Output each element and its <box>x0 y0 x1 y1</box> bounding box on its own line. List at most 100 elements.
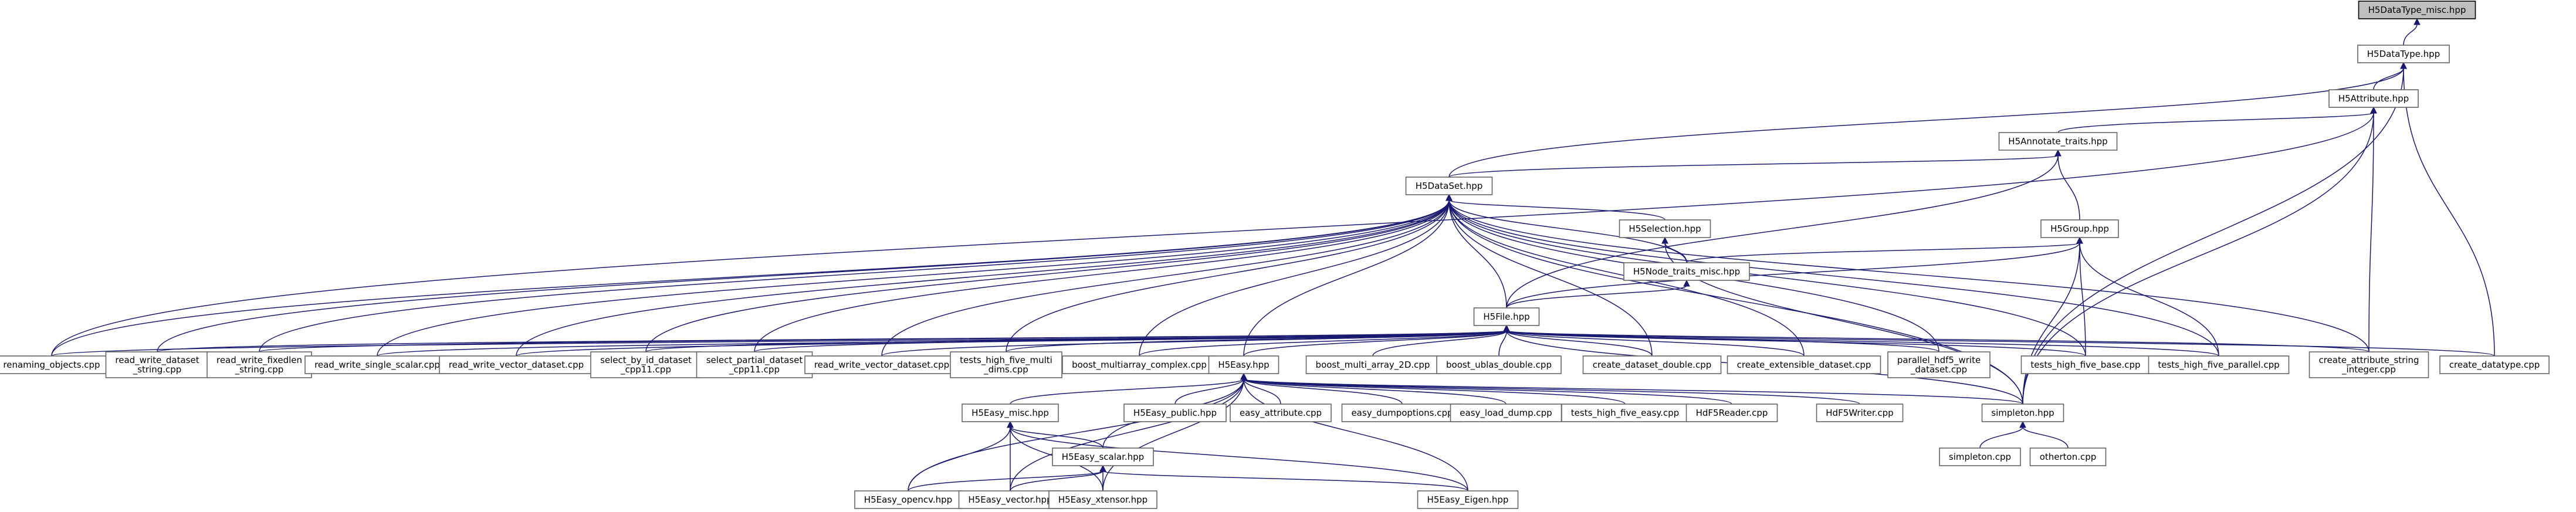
node-label: _string.cpp <box>235 364 284 375</box>
graph-node-simpleton-hpp[interactable]: simpleton.hpp <box>1981 404 2064 422</box>
edge-line <box>1243 378 1468 491</box>
graph-node-rw-fixedlen[interactable]: read_write_fixedlen_string.cpp <box>207 351 312 378</box>
edge-line <box>1506 242 2080 308</box>
graph-node-easy-eigen[interactable]: H5Easy_Eigen.hpp <box>1417 490 1519 509</box>
node-label: renaming_objects.cpp <box>3 360 100 371</box>
graph-node-boost-multiarray[interactable]: boost_multiarray_complex.cpp <box>1062 355 1217 374</box>
arrowhead-icon <box>1661 236 1668 244</box>
node-label: _integer.cpp <box>2341 364 2396 375</box>
graph-node-easy-xtensor[interactable]: H5Easy_xtensor.hpp <box>1048 490 1157 509</box>
graph-node-create-ext[interactable]: create_extensible_dataset.cpp <box>1727 355 1881 374</box>
node-box <box>2308 351 2429 378</box>
node-box <box>1887 351 1991 378</box>
node-label: simpleton.cpp <box>1949 452 2011 462</box>
dependency-edge <box>1010 372 1247 491</box>
node-label: H5Easy_misc.hpp <box>971 408 1049 419</box>
graph-node-select-partial[interactable]: select_partial_dataset_cpp11.cpp <box>696 351 813 378</box>
graph-node-file[interactable]: H5File.hpp <box>1473 307 1540 326</box>
node-label: otherton.cpp <box>2040 452 2097 462</box>
node-label: create_dataset_double.cpp <box>1593 360 1712 371</box>
graph-node-easy-attribute[interactable]: easy_attribute.cpp <box>1230 404 1332 422</box>
graph-node-easy-opencv[interactable]: H5Easy_opencv.hpp <box>854 490 962 509</box>
graph-node-selection[interactable]: H5Selection.hpp <box>1619 219 1711 238</box>
node-label: tests_high_five_easy.cpp <box>1571 408 1679 419</box>
edge-line <box>1498 330 1507 357</box>
graph-node-attr[interactable]: H5Attribute.hpp <box>2328 89 2419 108</box>
arrowhead-icon <box>1007 421 1014 428</box>
node-label: H5Easy_xtensor.hpp <box>1058 494 1147 506</box>
graph-node-parallel-write[interactable]: parallel_hdf5_write_dataset.cpp <box>1887 351 1991 378</box>
edge-line <box>1448 199 1666 221</box>
graph-node-tests-multi-dims[interactable]: tests_high_five_multi_dims.cpp <box>950 351 1062 378</box>
node-box <box>105 351 209 378</box>
node-box <box>1052 447 1154 466</box>
dependency-edge <box>1006 194 1453 352</box>
graph-node-rw-single-scalar[interactable]: read_write_single_scalar.cpp <box>304 355 450 374</box>
graph-node-dt[interactable]: H5DataType.hpp <box>2357 45 2450 63</box>
dependency-edge <box>1007 421 1468 491</box>
node-label: H5Group.hpp <box>2050 223 2109 234</box>
graph-node-tests-parallel[interactable]: tests_high_five_parallel.cpp <box>2148 355 2290 374</box>
node-label: read_write_single_scalar.cpp <box>314 360 440 371</box>
graph-node-select-by-id[interactable]: select_by_id_dataset_cpp11.cpp <box>590 351 702 378</box>
node-box <box>950 351 1062 378</box>
graph-node-simpleton-cpp[interactable]: simpleton.cpp <box>1939 447 2021 466</box>
edge-line <box>2022 112 2374 405</box>
node-box <box>962 404 1059 422</box>
node-label: _string.cpp <box>133 364 182 375</box>
arrowhead-icon <box>1240 372 1247 380</box>
edge-line <box>1448 199 2369 352</box>
graph-node-tests-base[interactable]: tests_high_five_base.cpp <box>2020 355 2151 374</box>
dependency-edge <box>2022 106 2377 405</box>
graph-node-boost-multi-2d[interactable]: boost_multi_array_2D.cpp <box>1305 355 1440 374</box>
graph-node-hdf5reader[interactable]: HdF5Reader.cpp <box>1685 404 1778 422</box>
arrowhead-icon <box>2019 421 2026 428</box>
dependency-edge <box>2403 18 2421 46</box>
graph-node-otherton[interactable]: otherton.cpp <box>2029 447 2107 466</box>
dependency-edge <box>1686 236 2083 263</box>
graph-node-create-ds-double[interactable]: create_dataset_double.cpp <box>1582 355 1722 374</box>
graph-node-hdf5writer[interactable]: HdF5Writer.cpp <box>1816 404 1904 422</box>
node-label: H5File.hpp <box>1483 311 1529 322</box>
graph-node-easy-load-dump[interactable]: easy_load_dump.cpp <box>1450 404 1562 422</box>
graph-node-rw-ds-string[interactable]: read_write_dataset_string.cpp <box>105 351 209 378</box>
graph-node-create-datatype[interactable]: create_datatype.cpp <box>2439 355 2550 374</box>
edge-line <box>1506 330 2369 352</box>
dependency-edge <box>516 194 1453 357</box>
graph-node-boost-ublas[interactable]: boost_ublas_double.cpp <box>1436 355 1562 374</box>
arrowhead-icon <box>2076 236 2083 244</box>
graph-node-easy-public[interactable]: H5Easy_public.hpp <box>1123 404 1227 422</box>
edge-line <box>881 330 1507 357</box>
graph-node-easy-scalar[interactable]: H5Easy_scalar.hpp <box>1052 447 1154 466</box>
edge-line <box>1139 199 1450 357</box>
dependency-edge <box>1240 372 1403 405</box>
edge-line <box>1686 242 2080 263</box>
graph-node-annot[interactable]: H5Annotate_traits.hpp <box>1998 132 2118 151</box>
graph-node-create-attr-string[interactable]: create_attribute_string_integer.cpp <box>2308 351 2429 378</box>
node-box <box>1727 355 1881 374</box>
edge-line <box>259 330 1507 352</box>
graph-node-easy-vector[interactable]: H5Easy_vector.hpp <box>958 490 1062 509</box>
graph-node-easy-dumpoptions[interactable]: easy_dumpoptions.cpp <box>1341 404 1463 422</box>
dependency-edge <box>1446 194 1666 221</box>
graph-node-tests-easy[interactable]: tests_high_five_easy.cpp <box>1561 404 1689 422</box>
edge-line <box>1010 378 1244 405</box>
graph-node-rw-vector-dataset[interactable]: read_write_vector_dataset.cpp <box>439 355 594 374</box>
graph-node-group[interactable]: H5Group.hpp <box>2040 219 2119 238</box>
edge-line <box>1010 378 1244 491</box>
edges-layer <box>51 18 2495 491</box>
graph-node-dataset[interactable]: H5DataSet.hpp <box>1405 177 1493 195</box>
dependency-edge <box>1240 372 1860 405</box>
edge-line <box>516 199 1450 357</box>
node-label: H5Attribute.hpp <box>2338 93 2409 104</box>
graph-node-easy-misc[interactable]: H5Easy_misc.hpp <box>962 404 1059 422</box>
graph-node-node-traits[interactable]: H5Node_traits_misc.hpp <box>1623 262 1750 281</box>
dependency-edge <box>2057 106 2377 133</box>
graph-node-dt-misc[interactable]: H5DataType_misc.hpp <box>2358 1 2476 19</box>
graph-node-rw-vector-dataset2[interactable]: read_write_vector_dataset.cpp <box>804 355 959 374</box>
node-box <box>2148 355 2290 374</box>
edge-line <box>1243 378 1403 405</box>
graph-node-renaming[interactable]: renaming_objects.cpp <box>0 355 110 374</box>
graph-node-easy[interactable]: H5Easy.hpp <box>1208 355 1279 374</box>
